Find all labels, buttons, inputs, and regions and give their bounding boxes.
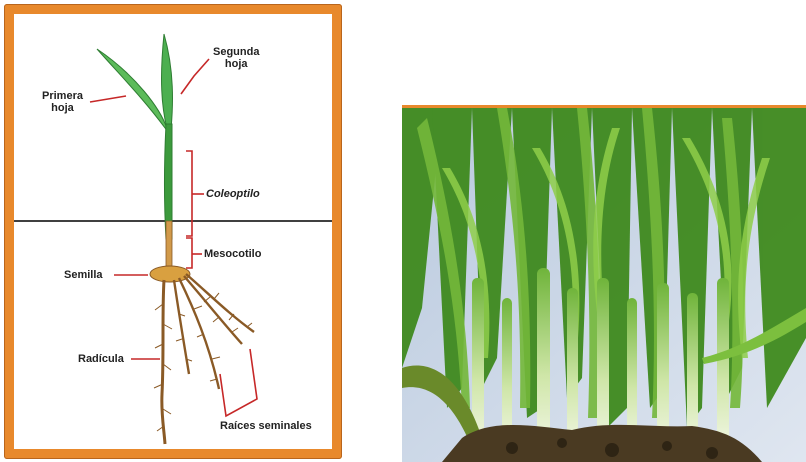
label-primera-hoja: Primera hoja (42, 90, 83, 114)
seedling-diagram (14, 14, 332, 449)
seedlings-photo (402, 105, 806, 462)
label-radicula: Radícula (78, 353, 124, 365)
mesocotyl (166, 221, 172, 266)
label-coleoptilo: Coleoptilo (206, 188, 260, 200)
bracket-coleoptilo (186, 151, 192, 236)
label-semilla: Semilla (64, 269, 103, 281)
leader-primera-hoja (90, 96, 126, 102)
bracket-mesocotilo (186, 238, 192, 268)
diagram-panel: Segunda hoja Primera hoja Coleoptilo Mes… (14, 14, 332, 449)
label-segunda-hoja: Segunda hoja (213, 46, 259, 70)
seminal-roots (174, 274, 254, 389)
leader-segunda-hoja (181, 59, 209, 94)
leader-raices-seminales (220, 349, 257, 416)
seed (150, 266, 190, 282)
first-leaf (97, 49, 168, 132)
diagram-frame: Segunda hoja Primera hoja Coleoptilo Mes… (4, 4, 342, 459)
label-raices-seminales: Raíces seminales (220, 420, 312, 432)
label-mesocotilo: Mesocotilo (204, 248, 261, 260)
seedlings-photo-image (402, 108, 806, 462)
